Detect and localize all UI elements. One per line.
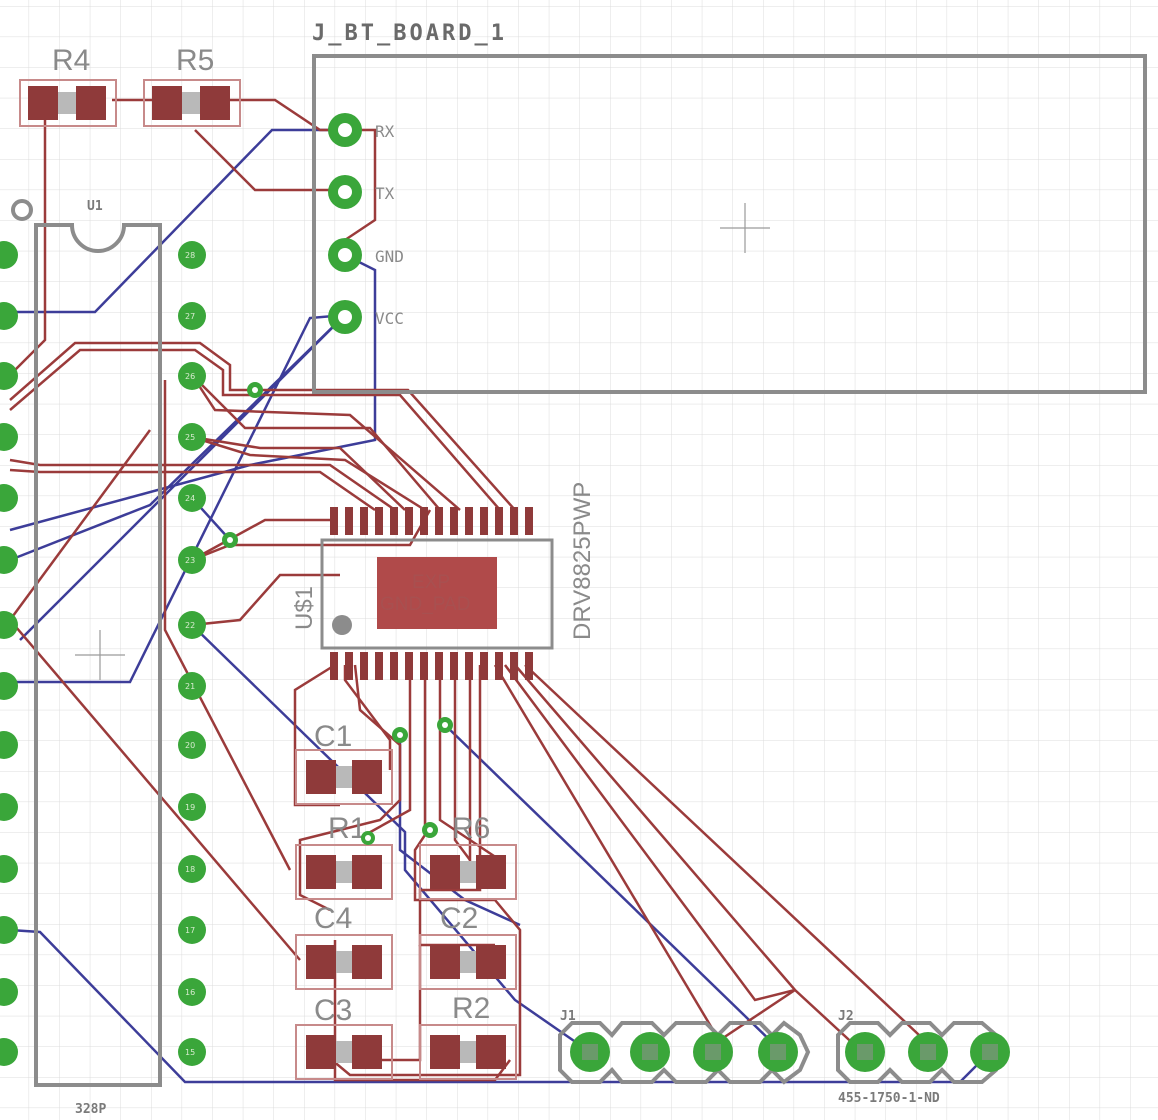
passive-r4[interactable]: R4 [19,44,117,127]
mcu-pin: 18 [178,855,206,883]
j1-outline [558,1020,811,1085]
svg-text:22: 22 [185,621,195,630]
r2-ref: R2 [452,992,490,1025]
r1-ref: R1 [328,812,366,845]
r4-ref: R4 [52,44,90,77]
bt-module-outline [312,54,1147,394]
r6-ref: R6 [452,812,490,845]
passive-r6[interactable]: R6 [419,812,517,900]
bt-module-origin-cross [720,203,770,253]
driver-bottom-pins[interactable] [330,652,533,680]
r5-ref: R5 [176,44,214,77]
svg-text:19: 19 [185,803,195,812]
header-j2[interactable]: J2 455-1750-1-ND [836,1009,1010,1106]
driver-pin1-dot [332,615,352,635]
svg-text:TX: TX [375,184,395,203]
c1-ref: C1 [314,720,352,753]
j1-ref: J1 [560,1009,576,1024]
passive-c3[interactable]: C3 [295,994,393,1080]
svg-text:16: 16 [185,988,195,997]
passive-c4[interactable]: C4 [295,902,393,990]
j2-ref: J2 [838,1009,854,1024]
driver-value: DRV8825PWP [569,482,596,640]
svg-text:23: 23 [185,556,195,565]
gnd-pad-label: GND_PAD [380,594,470,615]
bt-pin-tx[interactable]: TX [328,175,395,209]
passive-c1[interactable]: C1 [295,720,393,805]
bt-pin-vcc[interactable]: VCC [328,300,404,334]
mcu-pin: 15 [178,1038,206,1066]
j2-value: 455-1750-1-ND [838,1091,940,1106]
c2-ref: C2 [440,902,478,935]
mcu-pin: 19 [178,793,206,821]
bt-pin-rx[interactable]: RX [328,113,395,147]
driver-ref: U$1 [291,586,318,630]
mcu-pin: 25 [178,423,206,451]
exp-pad-label: EXP [412,572,450,593]
mcu-left-pins[interactable] [0,241,18,1066]
svg-text:26: 26 [185,372,195,381]
svg-text:28: 28 [185,251,195,260]
svg-text:18: 18 [185,865,195,874]
mcu-pin: 16 [178,978,206,1006]
mcu-pin: 28 [178,241,206,269]
svg-text:21: 21 [185,682,195,691]
pin1-marker [11,199,33,221]
mcu-pin: 17 [178,916,206,944]
mcu-pin: 22 [178,611,206,639]
mcu-ref: U1 [87,199,103,214]
svg-text:VCC: VCC [375,309,404,328]
svg-text:17: 17 [185,926,195,935]
bt-module-ref: J_BT_BOARD_1 [312,21,507,46]
driver-top-pins[interactable] [330,507,533,535]
c4-ref: C4 [314,902,352,935]
mcu-u1[interactable]: U1 328P 28 27 26 25 24 23 22 21 20 19 18… [0,199,206,1117]
bt-pin-gnd[interactable]: GND [328,238,404,272]
svg-text:15: 15 [185,1048,195,1057]
mcu-outline [34,223,162,1087]
passive-r2[interactable]: R2 [419,992,517,1080]
mcu-value: 328P [75,1102,106,1117]
mcu-pin: 21 [178,672,206,700]
mcu-pin: 27 [178,302,206,330]
bt-module[interactable]: J_BT_BOARD_1 RX TX GND VCC [312,21,1147,394]
svg-text:25: 25 [185,433,195,442]
passive-r1[interactable]: R1 [295,812,393,900]
driver-u-dollar-1[interactable]: EXP GND_PAD U$1 DRV8825PWP [291,482,596,680]
svg-text:24: 24 [185,494,195,503]
passive-c2[interactable]: C2 [419,902,517,990]
mcu-pin: 24 [178,484,206,512]
mcu-pin: 26 [178,362,206,390]
driver-body [320,538,554,650]
exposed-gnd-pad[interactable] [377,557,497,629]
svg-text:20: 20 [185,741,195,750]
svg-text:GND: GND [375,247,404,266]
mcu-pin: 20 [178,731,206,759]
c3-ref: C3 [314,994,352,1027]
header-j1[interactable]: J1 [558,1009,811,1085]
passive-r5[interactable]: R5 [143,44,241,127]
svg-text:RX: RX [375,122,395,141]
mcu-origin-cross [75,630,125,680]
svg-text:27: 27 [185,312,195,321]
mcu-pin: 23 [178,546,206,574]
mcu-right-pins[interactable]: 28 27 26 25 24 23 22 21 20 19 18 17 16 1… [178,241,206,1066]
top-layer-traces[interactable] [8,98,936,1082]
